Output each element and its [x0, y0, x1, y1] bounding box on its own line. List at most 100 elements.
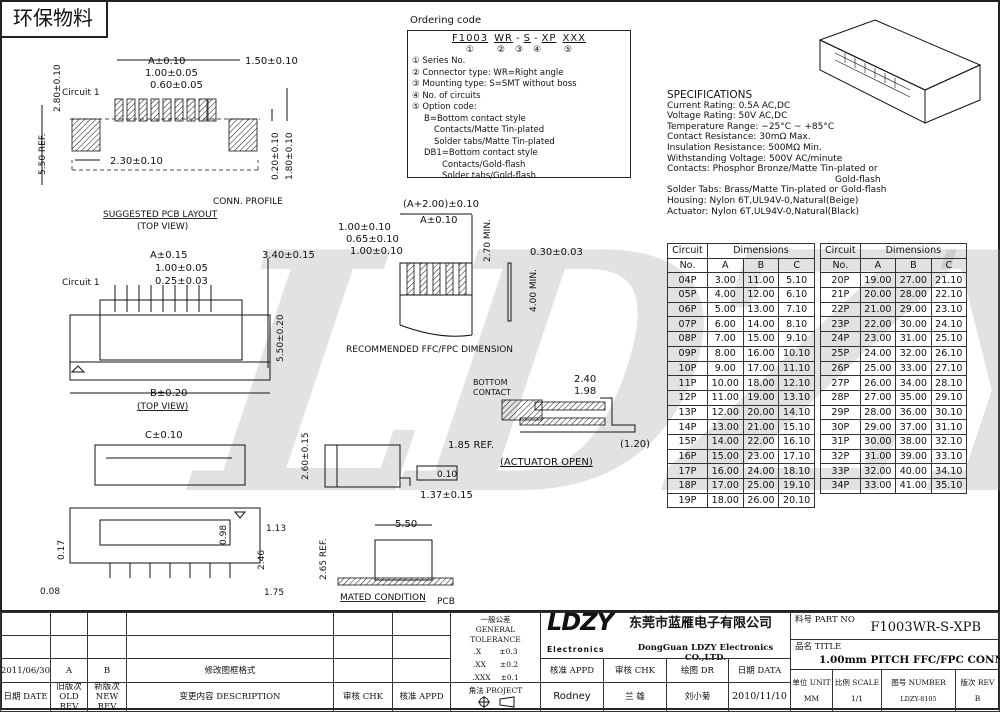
circuit-no: 29P	[820, 404, 861, 421]
header-date: 日期 DATE	[0, 682, 51, 712]
dim-b: 31.00	[895, 331, 932, 347]
scale-label: 比例 SCALE	[834, 677, 880, 687]
title-block: 2011/06/30 A B 修改图框格式 日期 DATE 旧版次 OLD RE…	[0, 610, 1000, 712]
circuit-no: 34P	[820, 478, 861, 494]
dim-a: 16.00	[706, 463, 744, 479]
spec-line: Insulation Resistance: 500MΩ Min.	[667, 142, 822, 153]
ordering-line: ② Connector type: WR=Right angle	[412, 67, 564, 78]
company-block: LDZY Electronics 东莞市蓝雁电子有限公司 DongGuan LD…	[540, 610, 791, 663]
dim-b: 24.00	[742, 463, 780, 479]
header-appd: 核准 APPD	[392, 682, 451, 712]
header-a: A	[859, 257, 897, 274]
drawn-by: 刘小菊	[666, 682, 729, 712]
tolerance-row: .XX±0.2	[472, 660, 519, 669]
rev-empty	[50, 635, 88, 659]
dim-a: 30.00	[859, 433, 897, 450]
ordering-line: Solder tabs/Matte Tin-plated	[434, 136, 555, 147]
side-view: 2.60±0.15 1.37±0.15 0.10	[301, 432, 473, 501]
dim-c: 26.10	[930, 345, 968, 362]
dim-offset: 3.40±0.15	[262, 250, 315, 261]
number-label: 图号 NUMBER	[891, 677, 946, 687]
circuit-no: 18P	[667, 478, 708, 494]
dim-pad-width: 0.60±0.05	[150, 80, 203, 91]
rev-empty	[126, 612, 334, 636]
circuit-no: 09P	[667, 345, 708, 362]
dim-c: 14.10	[778, 404, 815, 421]
part-no-cell: 料号 PART NO F1003WR-S-XPB	[790, 612, 1000, 640]
dim-a: 13.00	[706, 419, 744, 435]
dim-b: 35.00	[895, 389, 932, 406]
dim-c: 34.10	[930, 463, 968, 479]
dim-a: 24.00	[859, 345, 897, 362]
dim-b: 27.00	[895, 272, 932, 289]
spec-line: Gold-flash	[835, 174, 881, 185]
circuit-no: 32P	[820, 448, 861, 465]
dim-017: 0.17	[57, 540, 67, 560]
front-view: C±0.10 0.17 0.08 0.98 2.46 1.13 1.75	[40, 430, 286, 598]
specifications-title: SPECIFICATIONS	[667, 89, 753, 101]
dim-c: 16.10	[778, 433, 815, 450]
dim-c: 30.10	[930, 404, 968, 421]
dim-b: 22.00	[742, 433, 780, 450]
ordering-line: DB1=Bottom contact style	[424, 148, 538, 158]
general-tolerance: 一般公差 GENERAL TOLERANCE .X±0.3 .XX±0.2 .X…	[450, 612, 541, 683]
header-dimensions: Dimensions	[706, 243, 816, 259]
dim-185-ref: 1.85 REF.	[448, 440, 494, 451]
dim-tab-width: 2.30±0.10	[110, 156, 163, 167]
ffc-dimension-view: (A+2.00)±0.10 A±0.10 1.00±0.10 0.65±0.10…	[338, 199, 583, 355]
header-chk: 审核 CHK	[333, 682, 393, 712]
dim-a: 11.00	[706, 389, 744, 406]
signoff-header: 日期 DATA	[728, 658, 791, 683]
header-new-rev: 新版次 NEW REV	[87, 682, 127, 712]
pcb-label: PCB	[437, 597, 455, 607]
dim-c: 33.10	[930, 448, 968, 465]
dim-a: 23.00	[859, 331, 897, 347]
dim-tab-gap: 0.20±0.10	[271, 132, 281, 180]
circuit-no: 14P	[667, 419, 708, 435]
code-mount: S	[523, 33, 531, 44]
ordering-line: B=Bottom contact style	[424, 113, 526, 124]
tolerance-row: .XXX±0.1	[472, 673, 519, 682]
dim-098: 0.98	[219, 525, 229, 545]
circuit-no: 21P	[820, 287, 861, 303]
dim-conductor: 0.65±0.10	[346, 234, 399, 245]
dim-c: 22.10	[930, 287, 968, 303]
dim-c: 21.10	[930, 272, 968, 289]
dim-thickness: 0.30±0.03	[530, 247, 583, 258]
circuit-no: 28P	[820, 389, 861, 406]
header-c: C	[778, 257, 815, 274]
tolerance-title: 一般公差 GENERAL TOLERANCE	[470, 615, 521, 644]
rev-old: A	[50, 658, 88, 683]
ordering-line: Contacts/Gold-flash	[442, 159, 526, 170]
mated-condition-view: 5.50 2.65 REF. PCB MATED CONDITION	[319, 519, 455, 607]
dim-a: 3.00	[706, 272, 744, 289]
dim-c: 24.10	[930, 316, 968, 333]
pcb-layout-view: A±0.10 1.00±0.05 0.60±0.05 1.50±0.10 2.8…	[38, 56, 298, 232]
dim-c: 19.10	[778, 478, 815, 494]
header-no: No.	[667, 257, 708, 274]
header-c: C	[930, 257, 968, 274]
projection-label: 角法 PROJECT	[468, 686, 523, 695]
dim-b: 14.00	[742, 316, 780, 333]
dim-b: 26.00	[742, 492, 780, 509]
dim-ref: 5.50 REF.	[38, 134, 48, 175]
rev-empty	[392, 612, 451, 636]
connector-3d-illustration	[818, 19, 982, 124]
circuit-no: 05P	[667, 287, 708, 303]
circuit-1-label: Circuit 1	[62, 88, 100, 98]
rev-appd	[392, 658, 451, 683]
ffc-title: RECOMMENDED FFC/FPC DIMENSION	[346, 345, 513, 355]
